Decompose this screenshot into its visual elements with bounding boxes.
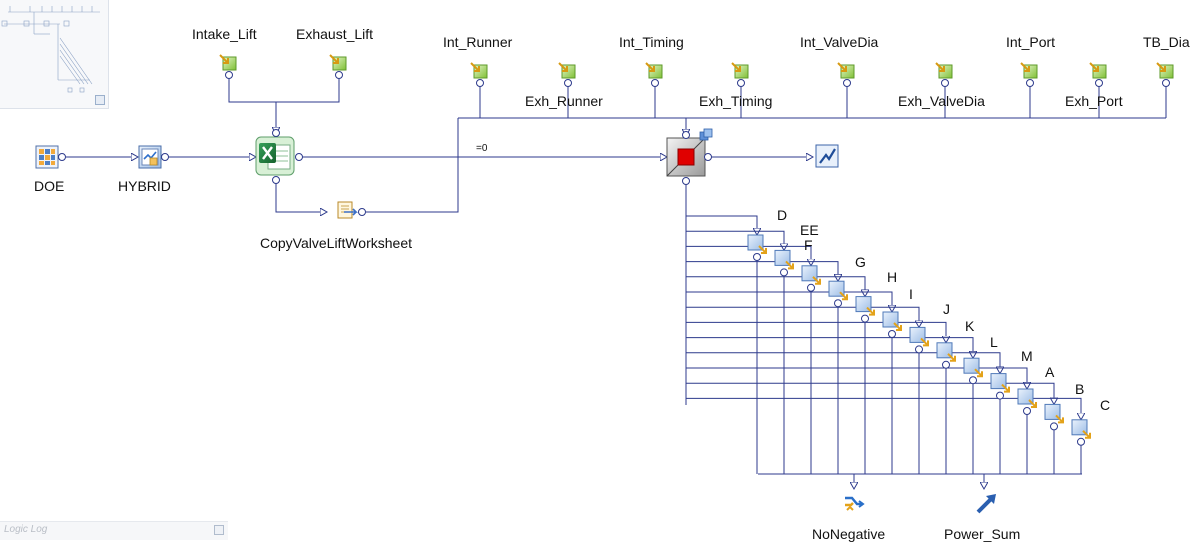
link-annotation: =0	[476, 143, 488, 154]
doe-node-icon[interactable]	[35, 145, 59, 169]
calculator-b-label: B	[1075, 381, 1085, 397]
int-timing-label: Int_Timing	[619, 34, 684, 50]
calculator-l-icon[interactable]	[963, 357, 983, 378]
exh-timing-parameter-icon[interactable]	[731, 62, 749, 79]
calculator-g-icon[interactable]	[828, 280, 848, 301]
calculator-k-label: K	[965, 318, 975, 334]
int-port-label: Int_Port	[1006, 34, 1056, 50]
calculator-c-icon[interactable]	[1071, 419, 1091, 439]
minimap-restore-button[interactable]	[95, 95, 105, 105]
wire-excel-copy	[275, 182, 326, 212]
calculator-d-label: D	[777, 207, 788, 223]
power-sum-label: Power_Sum	[944, 526, 1021, 542]
int-valvedia-label: Int_ValveDia	[800, 34, 879, 50]
logic-log-panel[interactable]: Logic Log	[0, 521, 228, 540]
calculator-j-icon[interactable]	[909, 326, 929, 347]
calculator-h-label: H	[887, 269, 898, 285]
no-negative-label: NoNegative	[812, 526, 886, 542]
copy-worksheet-icon[interactable]	[337, 201, 358, 219]
calculator-d-icon[interactable]	[747, 234, 767, 254]
connector-wires	[66, 75, 1167, 405]
exh-runner-label: Exh_Runner	[525, 93, 603, 109]
hybrid-optimizer-icon[interactable]	[138, 145, 162, 169]
int-runner-parameter-icon[interactable]	[470, 62, 488, 79]
wire-lift-bus	[228, 75, 340, 103]
calculator-m-label: M	[1021, 348, 1033, 364]
calculator-f-label: F	[804, 237, 813, 253]
exh-runner-parameter-icon[interactable]	[558, 62, 576, 79]
exh-valvedia-label: Exh_ValveDia	[898, 93, 985, 109]
minimap-thumbnail	[1, 6, 100, 93]
calculator-h-icon[interactable]	[855, 296, 875, 316]
hybrid-label: HYBRID	[118, 178, 171, 194]
calculator-j-label: J	[943, 301, 950, 317]
calculator-g-label: G	[855, 254, 866, 270]
calculator-i-icon[interactable]	[882, 311, 902, 331]
intake-lift-parameter-icon[interactable]	[219, 54, 237, 71]
wire-copy-bus	[366, 118, 459, 213]
calculator-nodes	[747, 234, 1091, 446]
exhaust-lift-label: Exhaust_Lift	[296, 26, 374, 42]
exhaust-lift-parameter-icon[interactable]	[329, 54, 347, 71]
output-bus	[758, 473, 1082, 488]
int-timing-parameter-icon[interactable]	[645, 62, 663, 79]
exh-port-parameter-icon[interactable]	[1089, 62, 1107, 79]
calculator-l-label: L	[990, 334, 998, 350]
tb-dia-label: TB_Dia	[1143, 34, 1190, 50]
calculator-b-icon[interactable]	[1044, 403, 1064, 424]
power-sum-icon[interactable]	[976, 494, 996, 514]
copy-worksheet-label: CopyValveLiftWorksheet	[260, 235, 412, 251]
calculator-c-label: C	[1100, 397, 1111, 413]
overview-minimap[interactable]	[0, 0, 109, 109]
tb-dia-parameter-icon[interactable]	[1156, 62, 1174, 79]
no-negative-icon[interactable]	[845, 496, 865, 511]
calculator-m-icon[interactable]	[990, 373, 1010, 393]
logic-log-title: Logic Log	[4, 524, 48, 535]
calculator-i-label: I	[909, 286, 913, 302]
logic-log-restore-button[interactable]	[214, 525, 224, 535]
doe-label: DOE	[34, 178, 65, 194]
calculator-ee-label: EE	[800, 222, 819, 238]
calculator-k-icon[interactable]	[936, 342, 956, 362]
exh-timing-label: Exh_Timing	[699, 93, 773, 109]
int-runner-label: Int_Runner	[443, 34, 513, 50]
excel-icon[interactable]	[255, 136, 295, 176]
parameter-nodes	[219, 54, 1174, 87]
simulation-badge-icon	[699, 128, 713, 141]
intake-lift-label: Intake_Lift	[192, 26, 257, 42]
exh-port-label: Exh_Port	[1065, 93, 1123, 109]
calculator-wires	[686, 215, 1081, 474]
output-chart-icon[interactable]	[815, 144, 839, 168]
calculator-a-icon[interactable]	[1017, 388, 1037, 408]
int-port-parameter-icon[interactable]	[1020, 62, 1038, 79]
exh-valvedia-parameter-icon[interactable]	[935, 62, 953, 79]
simulation-code-icon[interactable]	[666, 137, 706, 177]
calculator-f-icon[interactable]	[801, 265, 821, 285]
int-valvedia-parameter-icon[interactable]	[837, 62, 855, 79]
calculator-a-label: A	[1045, 364, 1055, 380]
calculator-ee-icon[interactable]	[774, 249, 794, 270]
